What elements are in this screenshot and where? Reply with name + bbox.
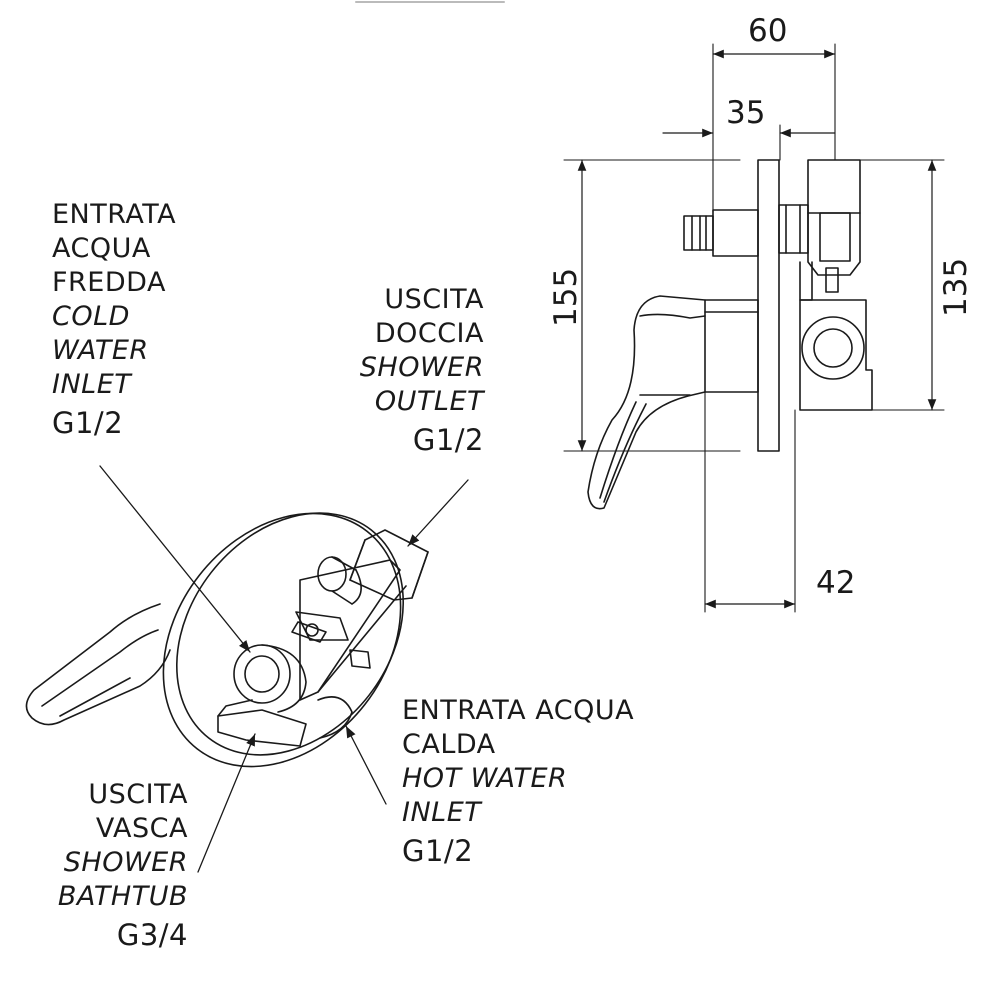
dimension-35: 35 — [726, 95, 766, 131]
bath-thread: G3/4 — [116, 918, 188, 952]
dimension-155: 155 — [548, 267, 584, 327]
side-view — [563, 43, 945, 613]
dimension-60: 60 — [748, 13, 788, 49]
cold-it-line2: ACQUA — [52, 233, 151, 264]
cold-en-line3: INLET — [52, 369, 132, 400]
cold-thread: G1/2 — [52, 406, 124, 440]
bath-it-line1: USCITA — [88, 779, 188, 810]
bathtub-outlet-label: USCITA VASCA SHOWER BATHTUB G3/4 — [20, 778, 188, 952]
cold-it-line3: FREDDA — [52, 267, 166, 298]
dimension-42: 42 — [816, 565, 856, 601]
shower-outlet-label: USCITA DOCCIA SHOWER OUTLET G1/2 — [300, 283, 484, 457]
cold-it-line1: ENTRATA — [52, 199, 177, 230]
shower-it-line2: DOCCIA — [374, 318, 484, 349]
shower-en-line1: SHOWER — [359, 352, 484, 383]
bath-en-line2: BATHTUB — [57, 881, 188, 912]
hot-en-line2: INLET — [402, 797, 482, 828]
hot-en-line1: HOT WATER — [402, 763, 568, 794]
bath-en-line1: SHOWER — [63, 847, 188, 878]
hot-water-inlet-label: ENTRATA ACQUA CALDA HOT WATER INLET G1/2 — [402, 694, 634, 868]
hot-thread: G1/2 — [402, 834, 474, 868]
shower-en-line2: OUTLET — [374, 386, 484, 417]
shower-thread: G1/2 — [412, 423, 484, 457]
bath-it-line2: VASCA — [95, 813, 188, 844]
cold-water-inlet-label: ENTRATA ACQUA FREDDA COLD WATER INLET G1… — [52, 198, 176, 440]
dimension-135: 135 — [938, 257, 974, 317]
shower-it-line1: USCITA — [384, 284, 484, 315]
cold-en-line2: WATER — [52, 335, 149, 366]
hot-it-line1: ENTRATA ACQUA — [402, 695, 635, 726]
hot-it-line2: CALDA — [402, 729, 496, 760]
cold-en-line1: COLD — [52, 301, 130, 332]
perspective-view — [25, 512, 429, 768]
